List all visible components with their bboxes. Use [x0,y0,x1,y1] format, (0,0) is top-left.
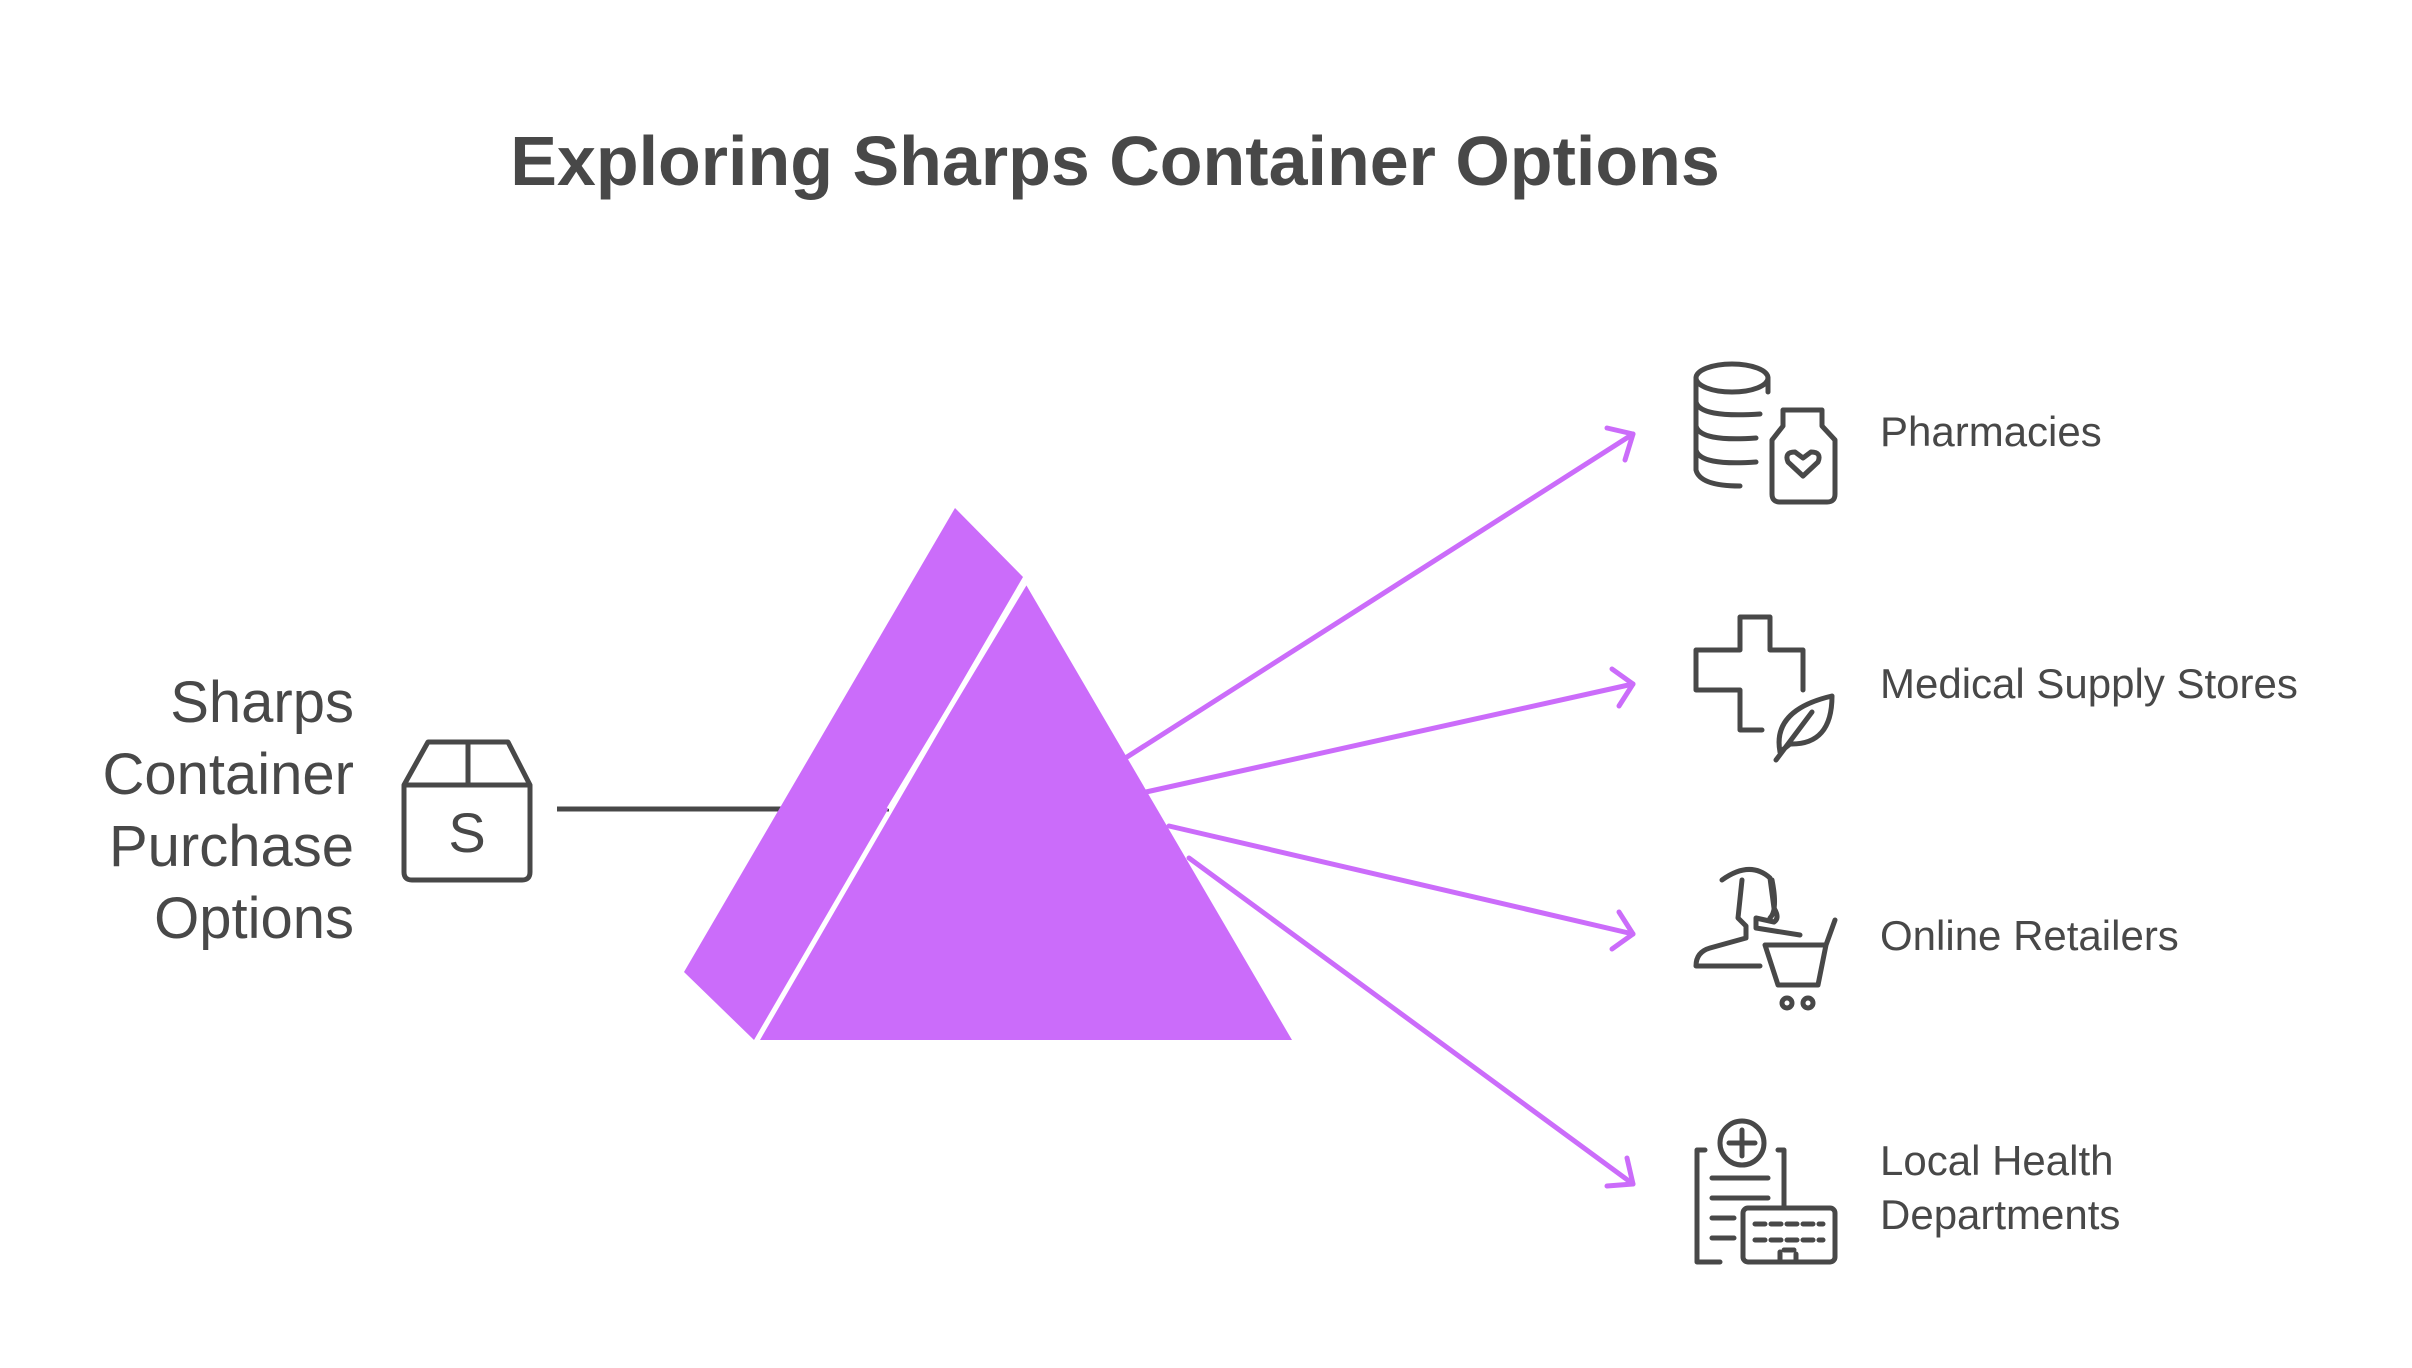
source-label-line: Options [154,886,354,951]
arrow-medical-supply [1143,666,1636,795]
source-label-line: Container [103,742,354,807]
box-letter: S [448,801,485,864]
prism-edge [886,581,1028,811]
source-label: Sharps Container Purchase Options [103,670,354,951]
shopper-cart-icon [1693,867,1838,1011]
prism-front-face [760,583,1292,1040]
diagram-title: Exploring Sharps Container Options [510,122,1720,200]
source-label-line: Sharps [170,670,354,735]
arrow-online-retailers [1166,823,1636,952]
prism-back-face [684,508,1023,1040]
pharmacy-icon [1693,361,1838,505]
health-department-icon [1694,1118,1838,1265]
medical-cross-leaf-icon [1693,614,1835,763]
source-label-line: Purchase [109,814,354,879]
package-box-icon: S [401,739,533,883]
arrow-local-health [1186,855,1636,1189]
option-label-local-health: Local Health [1880,1137,2113,1184]
arrow-pharmacies [1124,425,1636,760]
option-label-local-health-line2: Departments [1880,1191,2120,1238]
option-label-medical-supply: Medical Supply Stores [1880,660,2298,707]
option-label-pharmacies: Pharmacies [1880,408,2102,455]
option-label-online-retailers: Online Retailers [1880,912,2179,959]
